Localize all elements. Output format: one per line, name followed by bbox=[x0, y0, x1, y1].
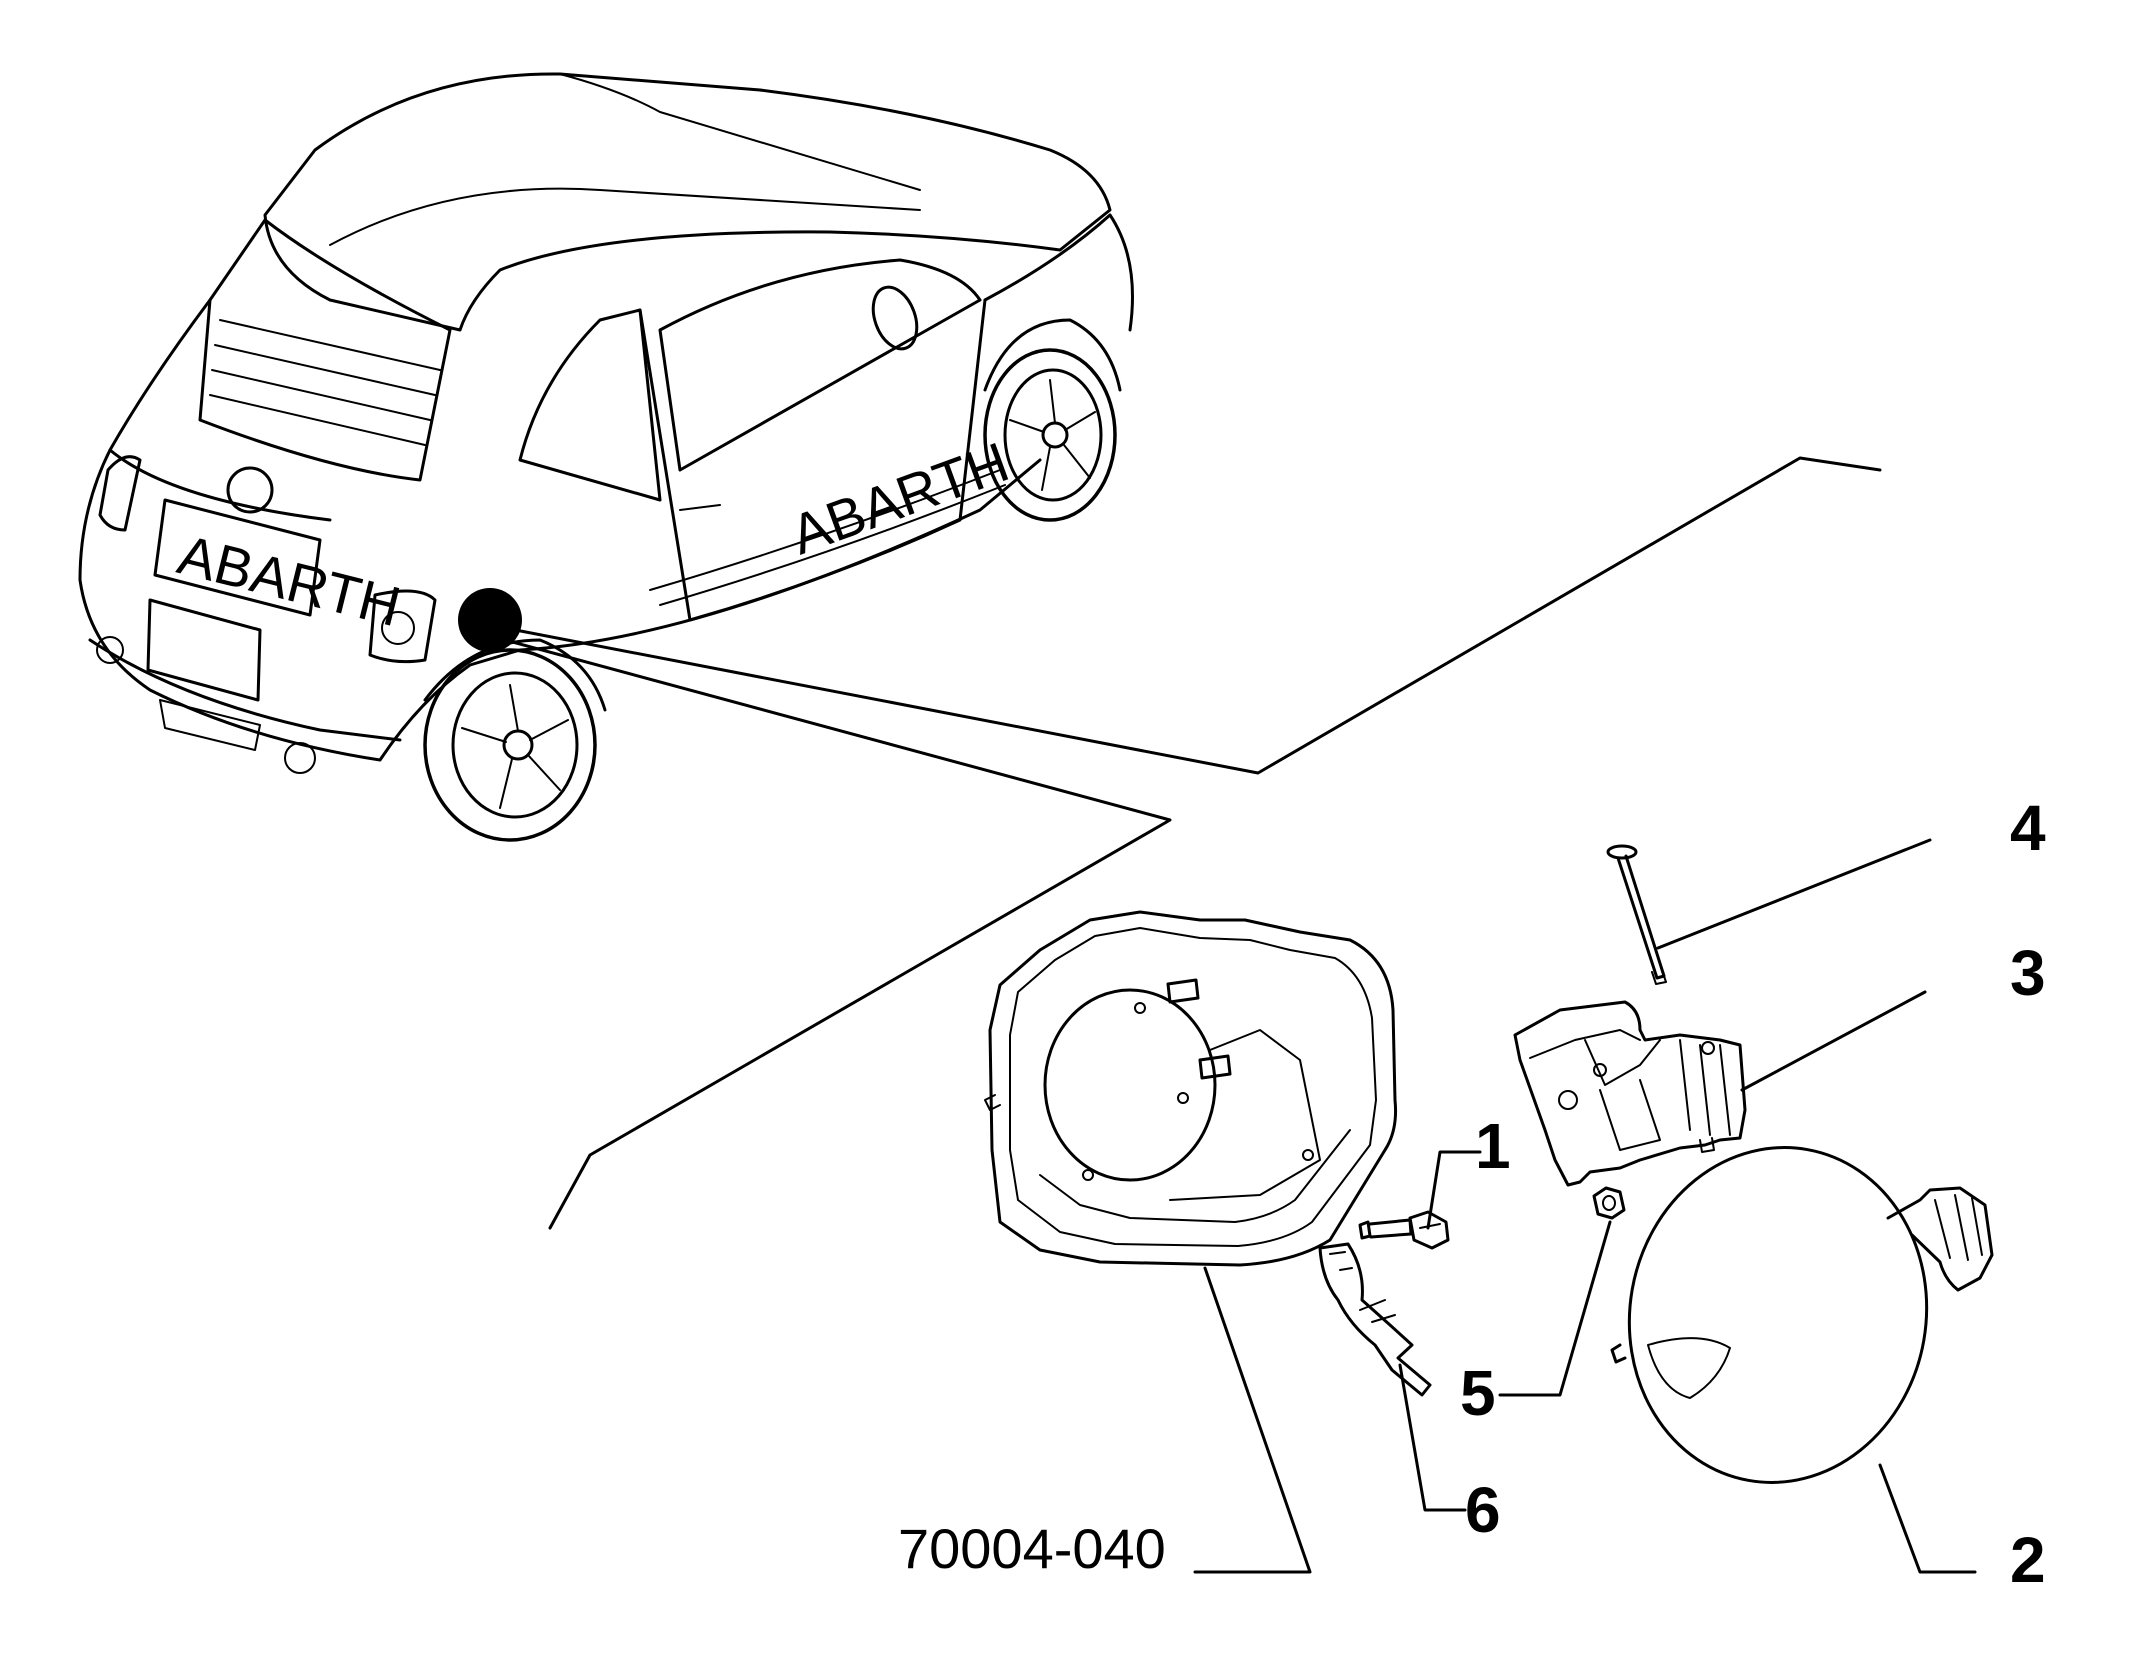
callout-6: 6 bbox=[1465, 1474, 1501, 1546]
rear-wheel bbox=[423, 638, 607, 842]
hinge-bracket-part-3 bbox=[1513, 1000, 1747, 1187]
front-wheel bbox=[983, 318, 1122, 522]
nut-part-5 bbox=[1592, 1186, 1626, 1220]
callout-1: 1 bbox=[1475, 1110, 1511, 1182]
part-number-label: 70004-040 bbox=[898, 1517, 1166, 1580]
fuel-flap-part-2 bbox=[1610, 1146, 1994, 1484]
right-exhaust bbox=[284, 742, 316, 774]
rear-emblem bbox=[226, 466, 274, 514]
fuel-filler-location-marker bbox=[458, 588, 522, 652]
car-illustration: ABARTH ABARTH bbox=[78, 72, 1134, 842]
detail-leader-lines bbox=[503, 456, 1882, 1230]
callout-5: 5 bbox=[1460, 1357, 1496, 1429]
callout-3: 3 bbox=[2010, 937, 2046, 1009]
left-tail-light bbox=[98, 455, 142, 532]
hinge-pin-part-4 bbox=[1606, 844, 1667, 985]
fuel-filler-housing bbox=[984, 910, 1397, 1267]
callout-2: 2 bbox=[2010, 1524, 2046, 1596]
rear-badge-plate bbox=[153, 498, 322, 617]
left-exhaust bbox=[96, 636, 124, 664]
callout-leaders bbox=[1193, 838, 1977, 1574]
side-mirror bbox=[871, 285, 919, 351]
latch-clip-part-6 bbox=[1318, 1242, 1432, 1397]
right-tail-light bbox=[368, 589, 437, 664]
callout-4: 4 bbox=[2010, 792, 2046, 864]
bolt-part-1 bbox=[1358, 1210, 1450, 1250]
